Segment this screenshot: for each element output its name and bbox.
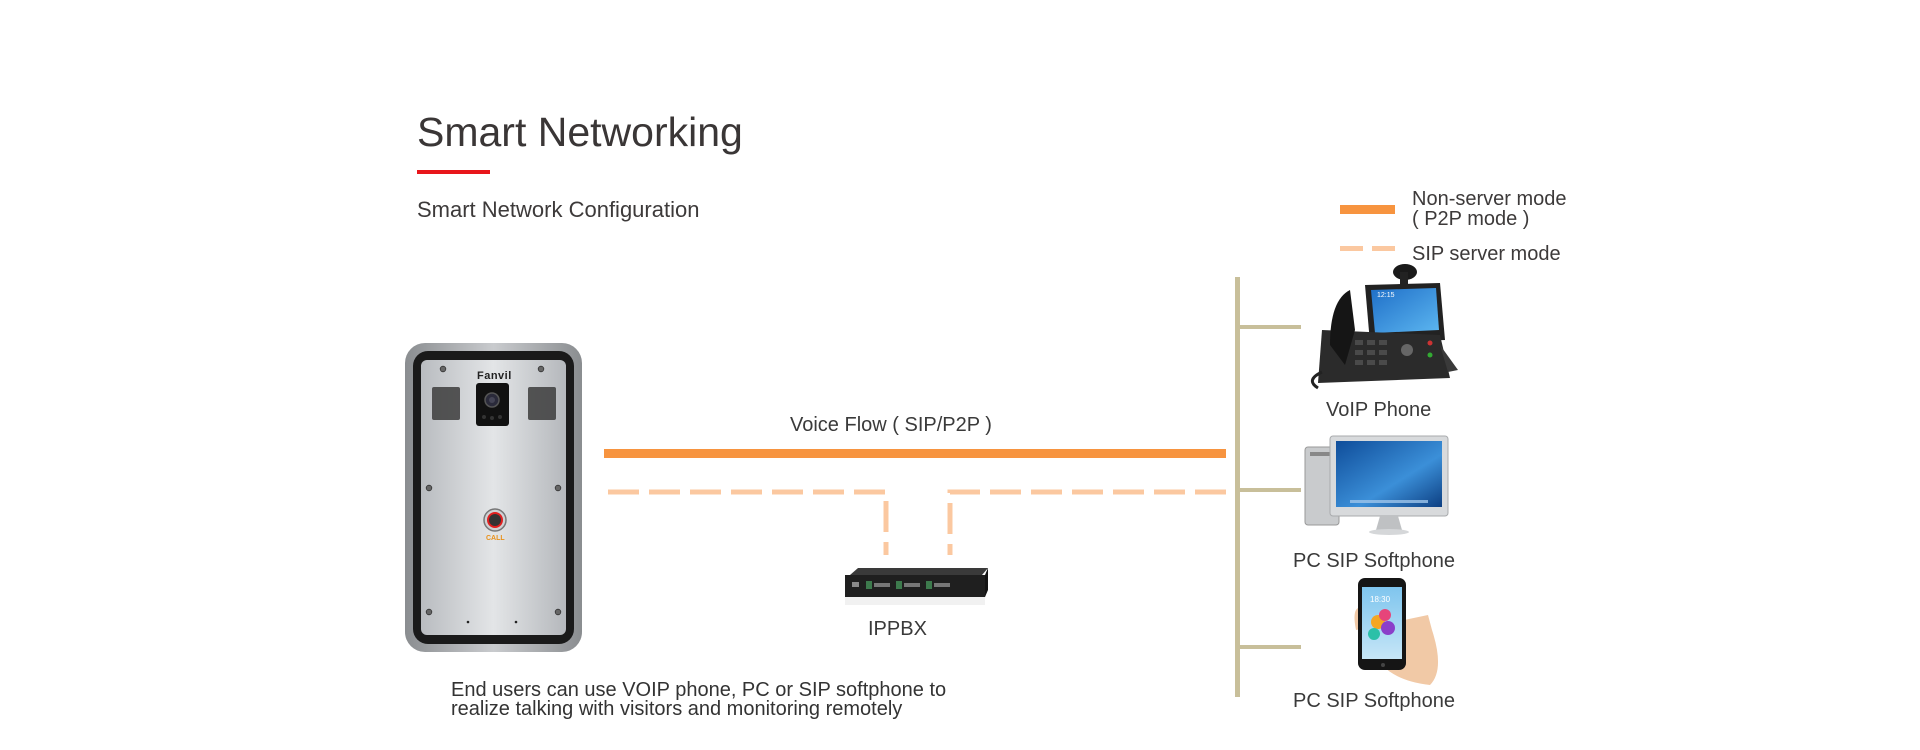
door-phone-device bbox=[405, 343, 582, 652]
legend-solid-line-swatch bbox=[1340, 205, 1395, 214]
voip-desk-phone-icon bbox=[1310, 264, 1458, 390]
bus-branch-voip-phone bbox=[1240, 325, 1301, 329]
title-underline bbox=[417, 170, 490, 174]
mobile-screen-time: 18:30 bbox=[1370, 595, 1391, 604]
legend-dashed-line-swatch bbox=[1340, 246, 1363, 251]
legend-label-sip-server: SIP server mode bbox=[1412, 243, 1561, 265]
legend-label-p2p: ( P2P mode ) bbox=[1412, 208, 1530, 230]
caption-line-2: realize talking with visitors and monito… bbox=[451, 698, 903, 720]
ippbx-device-icon bbox=[845, 568, 988, 605]
endpoint-label-mobile-softphone: PC SIP Softphone bbox=[1293, 690, 1455, 712]
sip-path-left bbox=[608, 489, 889, 555]
endpoint-label-pc-softphone: PC SIP Softphone bbox=[1293, 550, 1455, 572]
desk-phone-screen-time: 12:15 bbox=[1377, 292, 1395, 299]
door-phone-call-label: CALL bbox=[486, 535, 505, 542]
endpoint-bus-line bbox=[1235, 277, 1240, 697]
page-subtitle: Smart Network Configuration bbox=[417, 197, 700, 222]
legend-dashed-line-swatch-2 bbox=[1372, 246, 1395, 251]
desktop-computer-icon bbox=[1304, 435, 1449, 535]
sip-path-right bbox=[947, 489, 1226, 555]
voice-flow-label: Voice Flow ( SIP/P2P ) bbox=[790, 414, 992, 436]
bus-branch-mobile bbox=[1240, 645, 1301, 649]
door-phone-brand-logo: Fanvil bbox=[477, 370, 512, 382]
page-title: Smart Networking bbox=[417, 109, 743, 155]
legend-label-non-server: Non-server mode bbox=[1412, 188, 1567, 210]
sip-server-path bbox=[608, 489, 1226, 555]
caption: End users can use VOIP phone, PC or SIP … bbox=[451, 679, 947, 720]
p2p-voice-flow-line bbox=[604, 449, 1226, 458]
bus-branch-pc bbox=[1240, 488, 1301, 492]
endpoint-label-voip-phone: VoIP Phone bbox=[1326, 399, 1432, 421]
caption-line-1: End users can use VOIP phone, PC or SIP … bbox=[451, 679, 947, 701]
ippbx-label: IPPBX bbox=[868, 618, 927, 640]
smartphone-icon bbox=[1354, 578, 1439, 685]
